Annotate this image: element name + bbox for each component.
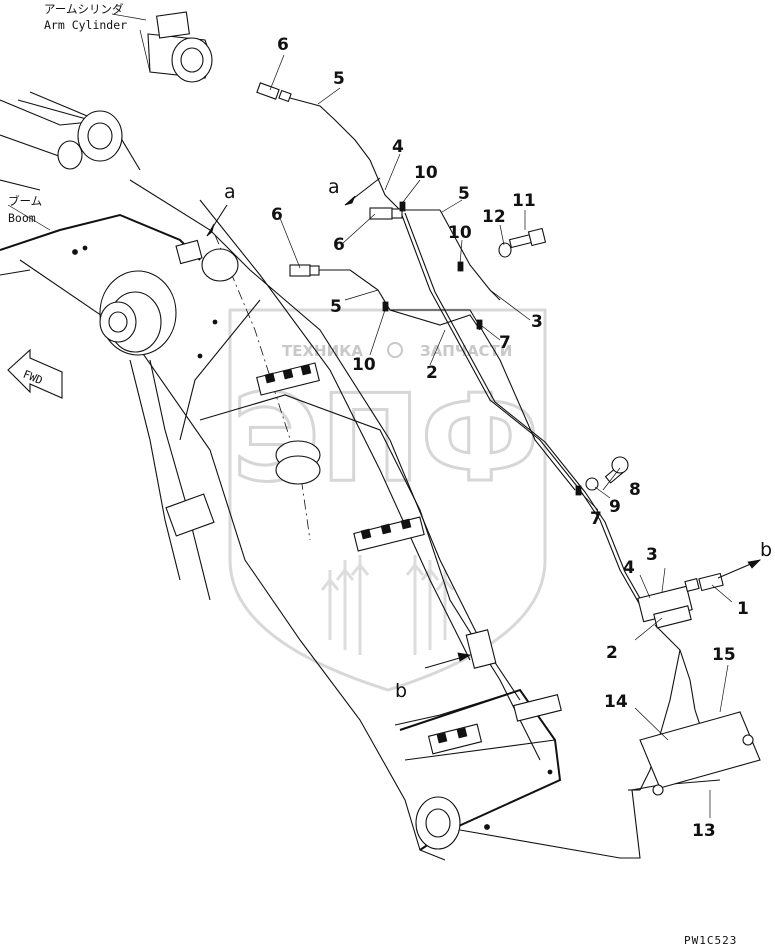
callout-5: 5 bbox=[330, 297, 342, 317]
callout-10: 10 bbox=[448, 223, 472, 243]
clamp-upper bbox=[256, 362, 320, 396]
tube-3 bbox=[439, 209, 501, 301]
pipe-clamps bbox=[256, 362, 562, 755]
callout-6: 6 bbox=[271, 205, 283, 225]
watermark: ТЕХНИКА ЗАПЧАСТИ ЭПФ bbox=[228, 308, 547, 692]
callout-8: 8 bbox=[629, 480, 641, 500]
fitting-6-middle bbox=[369, 207, 393, 220]
fitting-6-top bbox=[256, 82, 280, 100]
callout-6: 6 bbox=[277, 35, 289, 55]
watermark-gear-icon bbox=[387, 342, 403, 358]
callout-1: 1 bbox=[737, 599, 749, 619]
bolt-8 bbox=[604, 456, 629, 484]
plate-13 bbox=[639, 711, 761, 789]
callout-4: 4 bbox=[392, 137, 404, 157]
fitting-6-lower bbox=[289, 264, 311, 277]
callout-2: 2 bbox=[606, 643, 618, 663]
boom bbox=[0, 91, 562, 861]
view-arrows bbox=[206, 177, 762, 669]
watermark-wheat-icon bbox=[320, 555, 455, 655]
tube-13 bbox=[459, 779, 721, 859]
tube-2 bbox=[390, 309, 576, 491]
callout-9: 9 bbox=[609, 497, 621, 517]
boom-leader bbox=[7, 204, 51, 231]
clip-7-upper bbox=[476, 319, 483, 330]
view-b-label-bottom: b bbox=[395, 680, 407, 702]
arm-cylinder-leader bbox=[111, 13, 147, 21]
hose-5-top bbox=[289, 97, 371, 161]
view-b-label-right: b bbox=[760, 539, 772, 561]
callout-3: 3 bbox=[646, 545, 658, 565]
grease-piping bbox=[289, 97, 761, 859]
watermark-shield bbox=[228, 308, 547, 692]
clamp-middle bbox=[353, 516, 425, 552]
hose-5-middle bbox=[318, 269, 481, 331]
fittings bbox=[256, 82, 754, 796]
callout-7: 7 bbox=[499, 333, 511, 353]
clip-10-upper bbox=[399, 201, 406, 212]
fwd-arrow-icon: FWD bbox=[7, 348, 63, 399]
callout-5: 5 bbox=[333, 69, 345, 89]
clamp-side bbox=[465, 629, 497, 669]
view-a-label-left: a bbox=[224, 181, 236, 203]
tube-4 bbox=[399, 209, 641, 606]
clamp-lower bbox=[427, 694, 562, 755]
callout-10: 10 bbox=[414, 163, 438, 183]
callout-6: 6 bbox=[333, 235, 345, 255]
callout-12: 12 bbox=[482, 207, 506, 227]
callout-11: 11 bbox=[512, 191, 536, 211]
clip-7-lower bbox=[575, 485, 582, 496]
boom-label-en: Boom bbox=[8, 211, 36, 225]
arm-cylinder-label-jp: アームシリンダ bbox=[44, 2, 124, 16]
callout-10: 10 bbox=[352, 355, 376, 375]
arm-cylinder-label-en: Arm Cylinder bbox=[44, 18, 127, 32]
callout-14: 14 bbox=[604, 692, 628, 712]
callout-4: 4 bbox=[623, 558, 635, 578]
view-a-label-top: a bbox=[328, 176, 340, 198]
callout-13: 13 bbox=[692, 821, 716, 841]
callout-15: 15 bbox=[712, 645, 736, 665]
fitting-1 bbox=[698, 572, 724, 592]
bolt-11 bbox=[508, 227, 547, 249]
callout-5: 5 bbox=[458, 184, 470, 204]
boom-label-jp: ブーム bbox=[8, 194, 42, 208]
callout-7: 7 bbox=[590, 509, 602, 529]
watermark-right-text: ЗАПЧАСТИ bbox=[420, 342, 512, 360]
drawing-code: PW1C523 bbox=[684, 934, 737, 947]
clip-10-middle bbox=[457, 261, 464, 272]
callouts: 6 5 4 10 5 11 6 12 10 6 5 3 7 10 2 8 9 7… bbox=[271, 35, 749, 841]
watermark-left-text: ТЕХНИКА bbox=[282, 342, 363, 360]
washer-12 bbox=[498, 242, 512, 258]
callout-2: 2 bbox=[426, 363, 438, 383]
grease-nipple bbox=[742, 734, 754, 746]
leader-lines bbox=[269, 54, 733, 818]
grease-nipple bbox=[652, 784, 664, 796]
clip-10-lower bbox=[382, 301, 389, 312]
callout-3: 3 bbox=[531, 312, 543, 332]
arm-cylinder bbox=[139, 11, 213, 83]
